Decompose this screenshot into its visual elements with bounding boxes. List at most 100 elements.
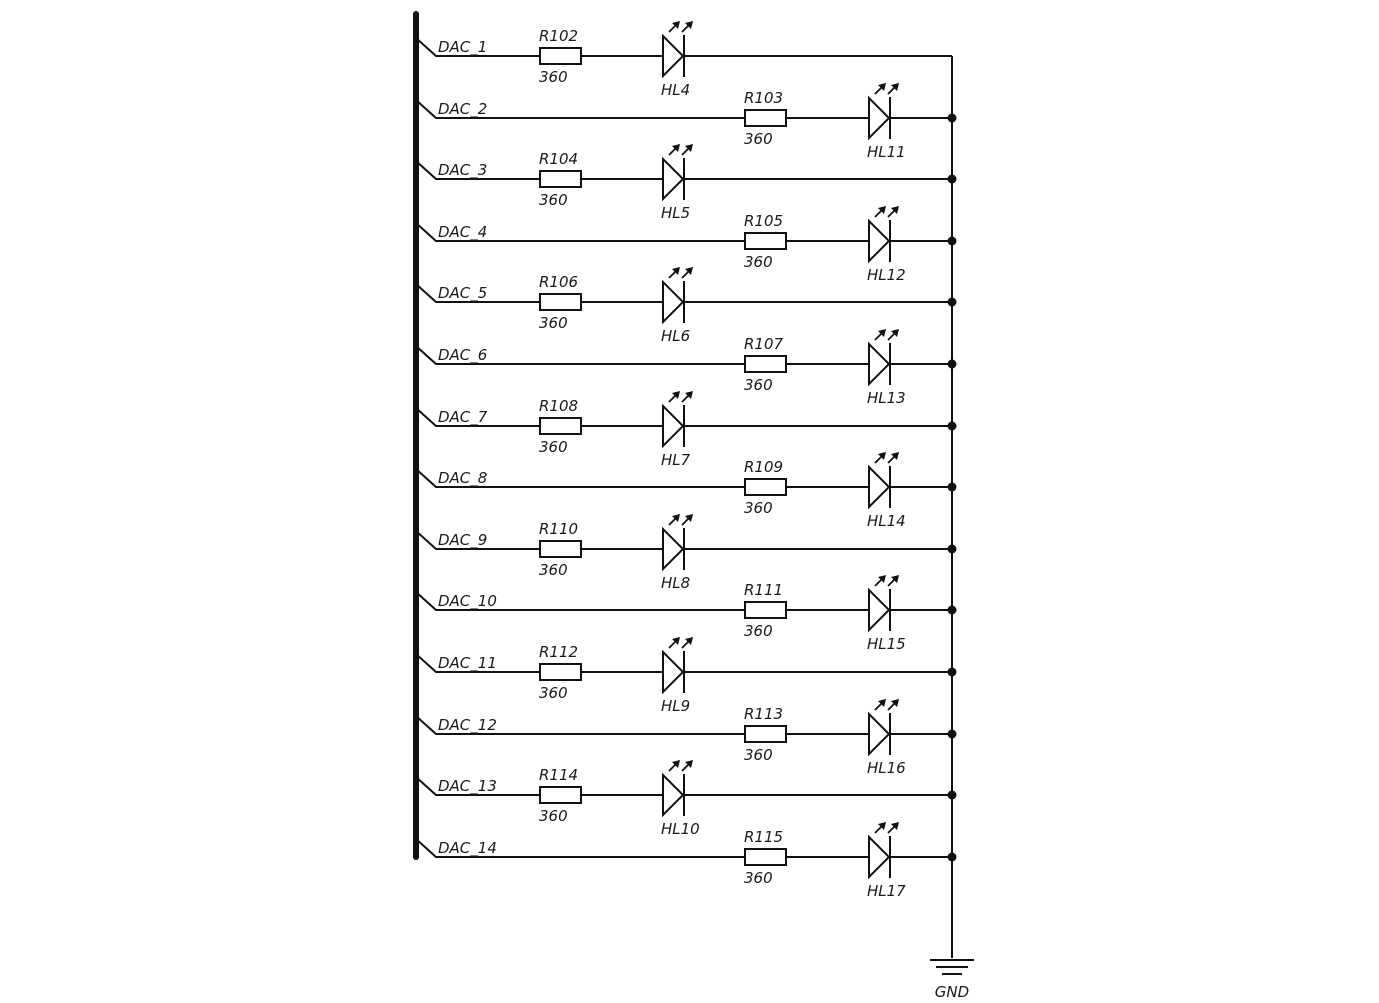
led-symbol [868,464,891,510]
resistor-value: 360 [539,561,568,579]
led-symbol [868,95,891,141]
junction-dot [947,113,957,123]
led-label: HL6 [661,327,690,345]
resistor-value: 360 [539,68,568,86]
led-arrowhead-icon [891,699,899,707]
led-symbol [662,279,685,325]
led-arrowhead-icon [891,83,899,91]
resistor-symbol [744,478,787,496]
resistor-value: 360 [744,253,773,271]
resistor-value: 360 [744,869,773,887]
led-label: HL8 [661,574,690,592]
net-wire [415,283,952,303]
net-wire [415,776,952,796]
ground-label: GND [935,983,969,1001]
net-label: DAC_7 [438,408,488,427]
led-symbol [868,218,891,264]
led-label: HL7 [661,451,691,469]
led-arrowhead-icon [891,575,899,583]
led-arrowhead-icon [672,21,680,29]
junction-dot [947,852,957,862]
resistor-value: 360 [744,746,773,764]
net-wire [415,653,952,673]
resistor-symbol [744,848,787,866]
resistor-symbol [539,786,582,804]
resistor-label: R108 [539,397,578,415]
led-label: HL10 [661,820,700,838]
net-wire [415,37,952,57]
led-arrowhead-icon [878,329,886,337]
led-arrowhead-icon [685,144,693,152]
resistor-label: R105 [744,212,783,230]
led-arrowhead-icon [672,391,680,399]
resistor-label: R115 [744,828,783,846]
resistor-symbol [539,170,582,188]
led-arrowhead-icon [891,452,899,460]
resistor-label: R111 [744,581,783,599]
led-label: HL15 [867,635,906,653]
resistor-value: 360 [539,438,568,456]
led-symbol [868,587,891,633]
resistor-label: R102 [539,27,578,45]
resistor-value: 360 [744,376,773,394]
junction-dot [947,359,957,369]
net-label: DAC_14 [438,839,497,858]
led-symbol [662,33,685,79]
led-arrowhead-icon [891,822,899,830]
led-symbol [868,711,891,757]
resistor-label: R104 [539,150,578,168]
junction-dot [947,174,957,184]
resistor-value: 360 [744,130,773,148]
led-label: HL12 [867,266,906,284]
net-label: DAC_9 [438,531,487,550]
led-symbol [868,834,891,880]
resistor-value: 360 [744,622,773,640]
led-symbol [662,772,685,818]
led-arrowhead-icon [685,21,693,29]
net-label: DAC_1 [438,38,487,57]
resistor-symbol [539,417,582,435]
resistor-label: R114 [539,766,578,784]
net-label: DAC_8 [438,469,487,488]
net-label: DAC_3 [438,161,487,180]
led-arrowhead-icon [878,83,886,91]
junction-dot [947,729,957,739]
led-label: HL5 [661,204,690,222]
net-wire [415,160,952,180]
resistor-label: R107 [744,335,784,353]
resistor-value: 360 [539,807,568,825]
resistor-value: 360 [744,499,773,517]
resistor-value: 360 [539,684,568,702]
resistor-label: R112 [539,643,578,661]
resistor-symbol [539,663,582,681]
led-arrowhead-icon [685,760,693,768]
led-arrowhead-icon [685,391,693,399]
net-label: DAC_4 [438,223,487,242]
led-arrowhead-icon [878,822,886,830]
channel-rows: DAC_1R102360HL4DAC_2R103360HL11DAC_3R104… [415,21,957,900]
led-arrowhead-icon [878,452,886,460]
net-wire [415,530,952,550]
resistor-value: 360 [539,191,568,209]
led-arrowhead-icon [891,329,899,337]
led-symbol [662,403,685,449]
resistor-symbol [539,47,582,65]
resistor-symbol [744,601,787,619]
led-label: HL9 [661,697,690,715]
led-label: HL17 [867,882,906,900]
led-arrowhead-icon [685,637,693,645]
net-label: DAC_2 [438,100,487,119]
led-arrowhead-icon [685,267,693,275]
resistor-symbol [744,725,787,743]
